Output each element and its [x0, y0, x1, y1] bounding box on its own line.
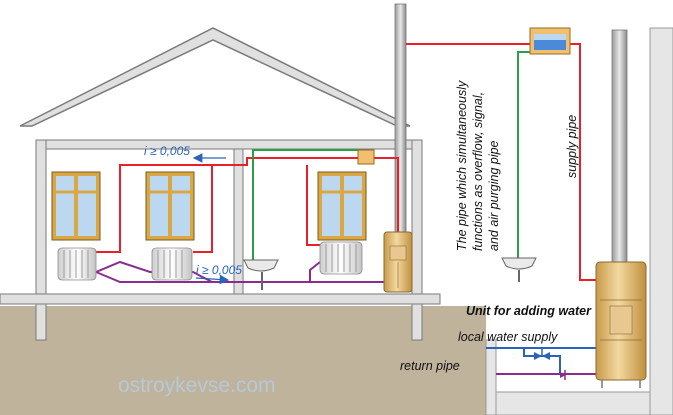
window-3: [317, 171, 367, 241]
window-2: [145, 171, 195, 241]
floor-slab: [0, 293, 441, 305]
check-valve-icon: [560, 370, 566, 380]
boiler-room-floor: [485, 391, 651, 415]
return-pipe-label: return pipe: [400, 359, 460, 373]
slope-arrow-lower: [195, 274, 230, 285]
ground-right: [440, 306, 486, 415]
valve-icon: [534, 348, 550, 360]
expansion-tank: [529, 27, 571, 55]
slope-label-upper: i ≥ 0,005: [144, 144, 190, 158]
radiator-3: [319, 241, 363, 275]
sink-icon: [243, 259, 279, 290]
house-boiler: [383, 231, 413, 293]
slope-label-lower: i ≥ 0,005: [196, 263, 242, 277]
boiler-chimney: [611, 29, 628, 267]
overflow-pipe-label-line2: functions as overflow, signal,: [471, 92, 485, 251]
house-roof: [19, 27, 411, 127]
local-water-supply-label: local water supply: [458, 330, 558, 344]
supply-pipe-label: supply pipe: [565, 115, 579, 178]
overflow-pipe-label-line1: The pipe which simultaneously: [455, 80, 469, 251]
house-expansion-tank: [357, 149, 375, 165]
overflow-sink-icon: [501, 257, 537, 282]
boiler: [595, 261, 647, 388]
overflow-pipe-label-line3: and air purging pipe: [487, 140, 501, 251]
unit-for-adding-water-label: Unit for adding water: [466, 304, 592, 318]
wall-right: [411, 139, 423, 341]
house-chimney: [394, 3, 407, 237]
ground-house: [0, 306, 440, 415]
right-wall: [649, 27, 673, 415]
radiator-2: [151, 247, 193, 281]
wall-left: [35, 139, 47, 341]
boiler-room-left-wall: [485, 339, 497, 415]
watermark: ostroykevse.com: [118, 374, 276, 397]
attic-slab: [35, 139, 417, 150]
supply-pipes: [96, 43, 596, 281]
window-1: [51, 171, 101, 241]
radiator-1: [57, 247, 97, 281]
